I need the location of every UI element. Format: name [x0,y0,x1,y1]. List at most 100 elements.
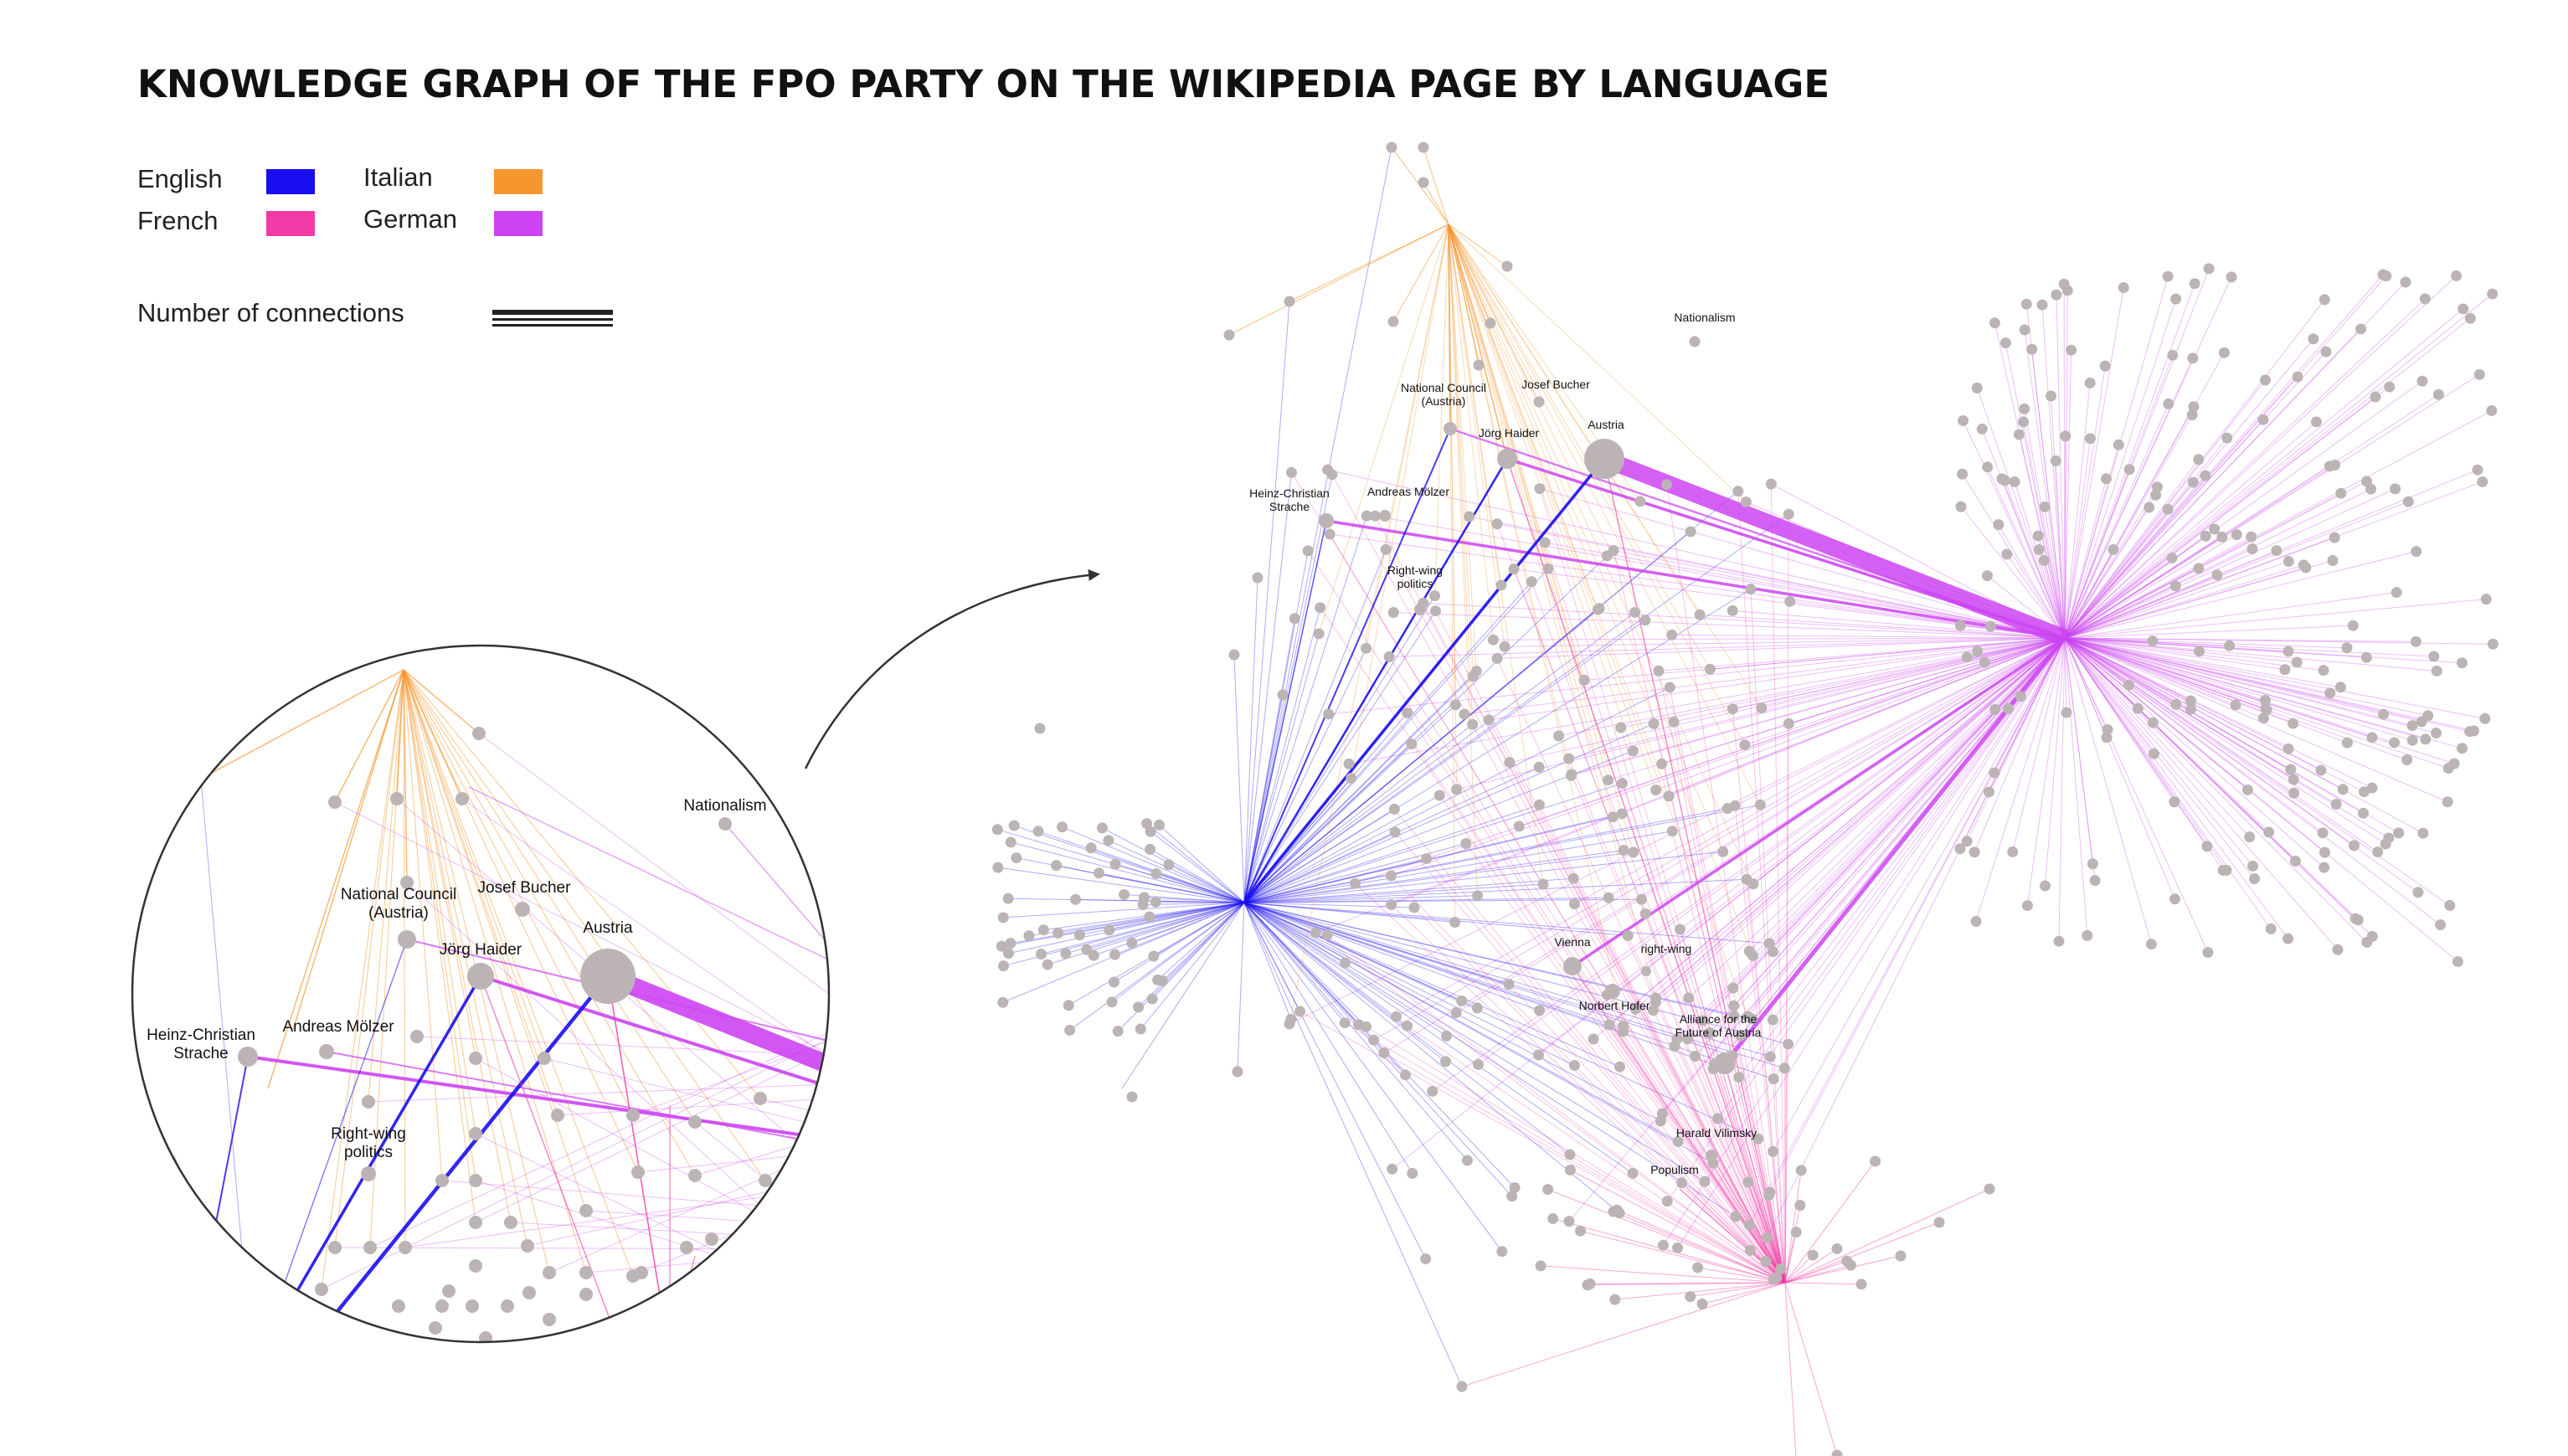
edge-german [2064,373,2480,639]
edge-german [2064,637,2227,871]
edge-german [2041,305,2066,639]
graph-node [1564,1164,1576,1176]
node-national-council [398,930,416,949]
graph-node [2046,390,2057,402]
edge-english [1243,723,1473,903]
graph-node [579,1204,593,1217]
graph-node [2187,352,2199,364]
edge-german [1620,637,2066,728]
graph-node [1564,1149,1576,1160]
edge-english [173,1155,252,1342]
graph-node [1456,1381,1468,1392]
edge-english [1243,843,1466,903]
edge-english [1109,902,1245,931]
edge-english [1243,902,1360,1026]
graph-node [1387,316,1399,327]
edge-german [2064,637,2339,950]
edge-german [1432,637,2066,1092]
edge-italian [321,669,404,1290]
graph-node [1588,1033,1599,1045]
edge-french [1784,1254,1814,1284]
edge-vienna-german [1572,636,2066,968]
graph-node [1711,1113,1723,1124]
graph-node [1615,722,1627,733]
edge-german [2064,637,2289,749]
edge-italian [1351,224,1449,779]
edge-german [2064,637,2325,868]
graph-node [2231,529,2242,541]
edge-german [2064,637,2209,953]
edge-english [1243,743,1413,903]
edge-italian [403,669,545,1059]
graph-node [2193,454,2205,466]
edge-english [1056,865,1245,903]
graph-node [1535,1260,1546,1272]
edge-italian [403,669,512,1223]
graph-node [1699,1176,1711,1187]
graph-node [1666,629,1678,641]
edge-german [2064,637,2294,794]
graph-node [2100,473,2112,485]
graph-node [1566,769,1577,780]
edge-german [2064,355,2174,639]
graph-node [2061,707,2072,718]
graph-node [1023,930,1035,942]
edge-german [2064,486,2158,639]
graph-node [2442,796,2453,808]
edge-german [759,1098,829,1130]
graph-node [1534,1005,1546,1016]
edge-french [1541,1265,1786,1284]
edge-strache-german [1325,519,2066,640]
edge-german [1709,637,2066,1033]
edge-french [1435,610,1786,1284]
edge-french [1614,1282,1786,1300]
graph-node [328,1241,342,1254]
edge-french [1539,488,1786,1284]
graph-node [1471,1002,1483,1014]
graph-node [2389,737,2401,749]
edge-english [1243,515,1367,903]
edge-english [1243,902,1733,1057]
edge-german [2064,536,2252,639]
edge-austria-german [604,967,829,1098]
edge-german [1666,637,2066,1202]
edge-french [1784,1282,1797,1456]
graph-node [1756,702,1768,714]
label-populism: Populism [1650,1163,1699,1176]
graph-node [1765,478,1777,490]
edge-german [2064,637,2293,724]
graph-node [1794,1199,1806,1211]
graph-node [1775,1263,1787,1274]
edge-french [1590,1282,1786,1284]
edge-english [1155,901,1245,903]
edge-french [1603,458,1786,1284]
edge-german [2064,488,2396,639]
graph-node [1433,790,1445,801]
edge-german [2064,637,2266,701]
graph-node [1277,689,1289,701]
edge-french [1613,550,1786,1284]
edge-french [1547,1189,1786,1284]
graph-node [2358,807,2370,819]
edge-italian [1423,147,1449,225]
edge-german [1653,637,2066,1011]
edge-german [2056,295,2066,639]
graph-node [1387,606,1399,618]
edge-german [1327,469,2066,639]
edge-german [1373,637,2066,1041]
graph-node [1537,878,1549,890]
label-right-wing: right-wing [1641,942,1692,955]
graph-node [2036,299,2048,311]
graph-node [469,1127,482,1140]
graph-node [1285,466,1297,478]
edge-italian [200,669,404,779]
legend-french-swatch [266,211,315,236]
graph-node [1504,757,1516,769]
edge-english [1243,301,1290,903]
edge-german [2064,637,2267,711]
graph-node [997,996,1009,1008]
edge-german [2064,386,2390,639]
graph-node [315,1283,328,1296]
graph-node [1622,930,1634,942]
